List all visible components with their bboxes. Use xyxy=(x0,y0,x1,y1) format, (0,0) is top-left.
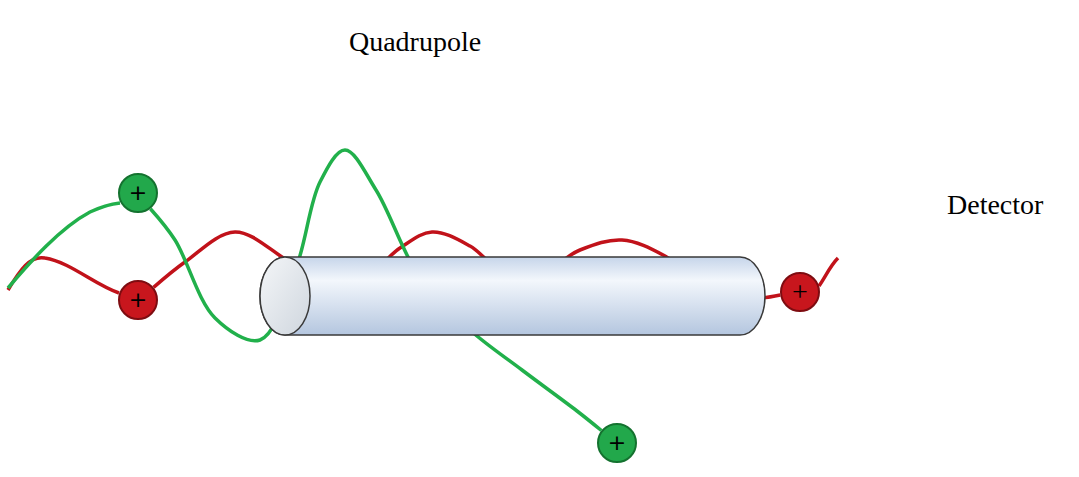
part-label: Quadrupole xyxy=(349,26,481,58)
detector-label: Detector xyxy=(947,189,1043,221)
ion: + xyxy=(780,272,820,312)
ion-charge: + xyxy=(792,278,808,306)
ion-path-tail xyxy=(8,258,119,293)
ion: + xyxy=(597,423,637,463)
rod-end xyxy=(260,257,310,335)
detector-shape xyxy=(741,125,935,455)
rod-body xyxy=(150,395,670,465)
ion-charge: + xyxy=(608,432,626,454)
rod-end xyxy=(150,395,194,465)
ion-path-tail xyxy=(8,203,120,288)
detector: Detector+ xyxy=(741,125,935,455)
rod-top xyxy=(150,95,670,165)
ion-charge: + xyxy=(129,289,147,311)
ion-path-tail xyxy=(819,258,838,286)
rod-front xyxy=(260,257,765,335)
detector-disc xyxy=(742,126,934,454)
ion-charge: + xyxy=(129,182,147,204)
rod-body xyxy=(260,257,765,335)
ion: + xyxy=(118,173,158,213)
rod-end xyxy=(150,95,194,165)
rod-bottom xyxy=(150,395,670,465)
ion: + xyxy=(118,280,158,320)
rod-body xyxy=(150,95,670,165)
